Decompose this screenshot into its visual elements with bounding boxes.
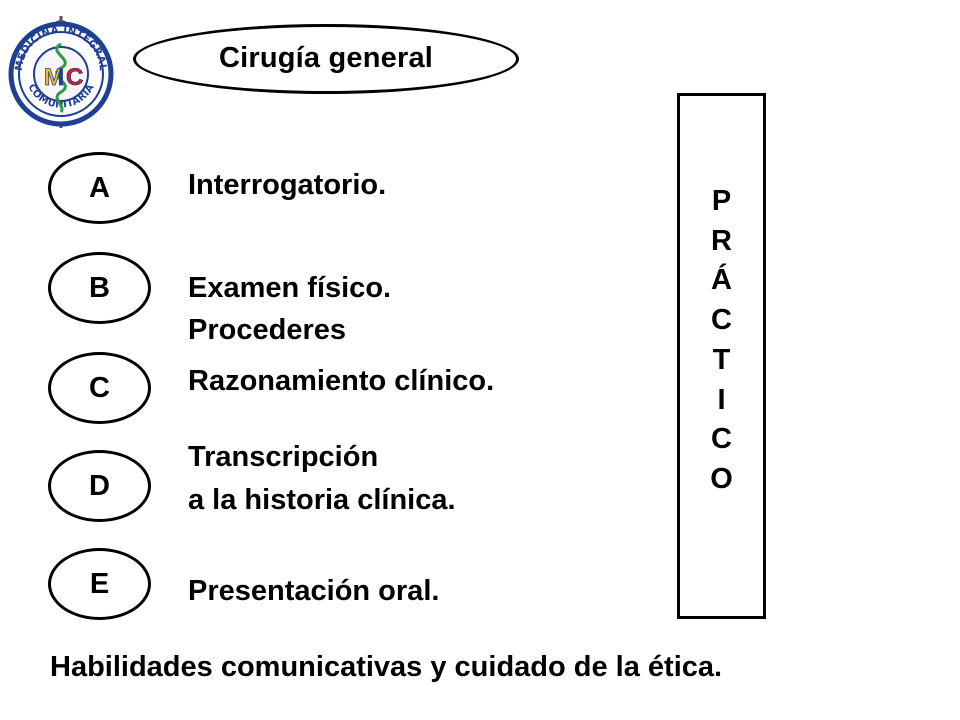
item-c-letter: C <box>89 371 110 404</box>
item-d-text-line-2: a la historia clínica. <box>188 484 456 516</box>
practico-letter: P <box>711 185 732 217</box>
practico-letter: Á <box>711 264 732 297</box>
mic-logo-graphic: MEDICINA INTEGRAL COMUNITARIA M I C <box>8 16 114 128</box>
item-b-circle: B <box>48 252 151 324</box>
page-title: Cirugía general <box>218 41 434 74</box>
item-d-text-line-1: Transcripción <box>188 441 379 473</box>
item-c-text: Razonamiento clínico. <box>188 365 495 397</box>
title-oval: Cirugía general <box>133 24 519 94</box>
snake-shape <box>55 42 67 113</box>
practico-letter: C <box>711 423 732 456</box>
logo-initial-m: M <box>44 64 64 91</box>
item-b-text-line-2: Procederes <box>188 314 346 346</box>
item-a-text: Interrogatorio. <box>188 169 387 201</box>
item-b-text-line-1: Examen físico. <box>188 272 392 304</box>
practico-box: P R Á C T I C O <box>677 93 766 619</box>
item-b-letter: B <box>89 271 110 304</box>
practico-word: P R Á C T I C O <box>680 96 763 500</box>
item-e-letter: E <box>89 567 110 600</box>
item-d-circle: D <box>48 450 151 522</box>
item-c-circle: C <box>48 352 151 424</box>
item-d-letter: D <box>89 469 110 502</box>
practico-letter: R <box>711 224 732 257</box>
item-e-text: Presentación oral. <box>188 575 440 607</box>
practico-letter: C <box>711 304 732 337</box>
mic-logo: MEDICINA INTEGRAL COMUNITARIA M I C <box>6 14 116 130</box>
item-a-letter: A <box>89 171 110 204</box>
practico-letter: O <box>710 462 733 495</box>
item-a-circle: A <box>48 152 151 224</box>
logo-initial-i: I <box>58 64 65 91</box>
logo-initial-c: C <box>66 64 83 91</box>
footer-text: Habilidades comunicativas y cuidado de l… <box>50 651 723 683</box>
item-e-circle: E <box>48 548 151 620</box>
practico-letter: T <box>712 343 731 376</box>
practico-letter: I <box>717 383 726 416</box>
